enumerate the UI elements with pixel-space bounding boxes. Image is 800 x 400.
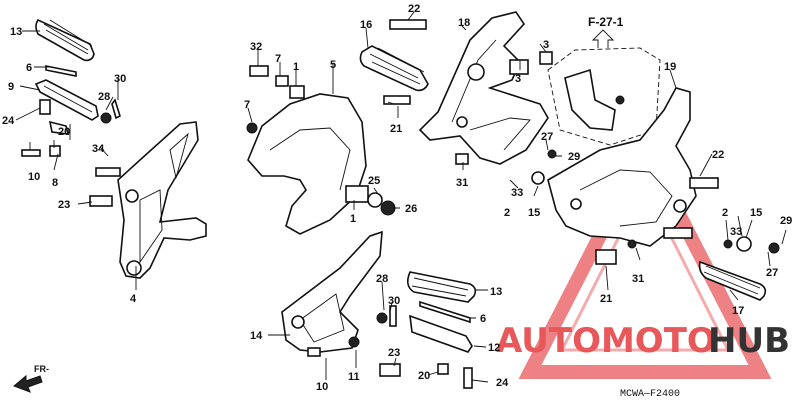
leader-lines (15, 11, 787, 383)
front-label: FR- (34, 364, 49, 374)
callout-30a: 30 (114, 73, 126, 85)
left-lower-bracket (281, 230, 401, 377)
callout-31a: 31 (456, 177, 468, 189)
callout-32: 32 (250, 41, 262, 53)
callout-13a: 13 (10, 26, 22, 38)
callout-10a: 10 (28, 171, 40, 183)
right-upper-footpeg (359, 19, 429, 105)
left-lower-footpeg (376, 271, 477, 389)
callout-13b: 13 (490, 286, 502, 298)
callout-10b: 10 (316, 381, 328, 393)
callout-15b: 15 (750, 207, 762, 219)
callout-18: 18 (458, 17, 470, 29)
callout-24a: 24 (2, 115, 15, 127)
callout-23a: 23 (58, 199, 70, 211)
callout-12: 12 (488, 342, 500, 354)
callout-27a: 27 (541, 131, 553, 143)
callout-6b: 6 (480, 313, 486, 325)
right-lower-footpeg (595, 239, 767, 301)
callout-22b: 22 (712, 149, 724, 161)
callout-21a: 21 (390, 123, 402, 135)
right-bracket (418, 11, 553, 165)
callout-1a: 1 (293, 61, 299, 73)
callout-17: 17 (732, 305, 744, 317)
callout-24b: 24 (496, 377, 509, 389)
callout-22a: 22 (408, 3, 420, 15)
callout-8: 8 (52, 177, 58, 189)
callout-7b: 7 (244, 99, 250, 111)
callout-29b: 29 (780, 215, 792, 227)
callout-2b: 2 (722, 207, 728, 219)
callout-9: 9 (8, 81, 14, 93)
callout-14: 14 (250, 330, 263, 342)
callout-2a: 2 (504, 207, 510, 219)
callout-21b: 21 (600, 293, 612, 305)
watermark-text-2: HUB (708, 321, 790, 361)
callout-7a: 7 (275, 53, 281, 65)
callout-26: 26 (405, 203, 417, 215)
callout-1b: 1 (350, 213, 356, 225)
callout-labels: 13 6 9 30 28 24 20 34 10 8 23 4 32 7 1 5… (2, 3, 792, 393)
front-arrow: FR- (13, 364, 49, 393)
callout-3a: 3 (543, 39, 549, 51)
callout-6a: 6 (26, 62, 32, 74)
watermark-triangle (518, 132, 772, 379)
callout-4: 4 (130, 293, 137, 305)
callout-29a: 29 (568, 151, 580, 163)
left-footpeg-assembly (21, 18, 121, 157)
callout-3b: 3 (515, 73, 521, 85)
watermark-text-1: AUTOMOTO (496, 321, 716, 361)
callout-16: 16 (360, 19, 372, 31)
callout-20a: 20 (58, 126, 70, 138)
callout-30b: 30 (388, 295, 400, 307)
left-main-bracket (89, 121, 207, 279)
reference-label: F-27-1 (588, 15, 624, 29)
right-lower-bracket (531, 87, 780, 254)
callout-31b: 31 (632, 273, 644, 285)
callout-27b: 27 (766, 267, 778, 279)
callout-25: 25 (368, 175, 380, 187)
callout-15a: 15 (528, 207, 540, 219)
callout-19: 19 (664, 61, 676, 73)
diagram-code: MCWA—F2400 (620, 389, 680, 400)
reference-box: F-27-1 (547, 15, 661, 146)
callout-28b: 28 (376, 273, 388, 285)
callout-33a: 33 (511, 187, 523, 199)
callout-28a: 28 (98, 91, 110, 103)
callout-11: 11 (348, 371, 360, 383)
callout-20b: 20 (418, 370, 430, 382)
callout-33b: 33 (730, 226, 742, 238)
heel-guard (246, 65, 396, 235)
callout-34: 34 (92, 143, 105, 155)
callout-5: 5 (330, 59, 336, 71)
callout-23b: 23 (388, 347, 400, 359)
